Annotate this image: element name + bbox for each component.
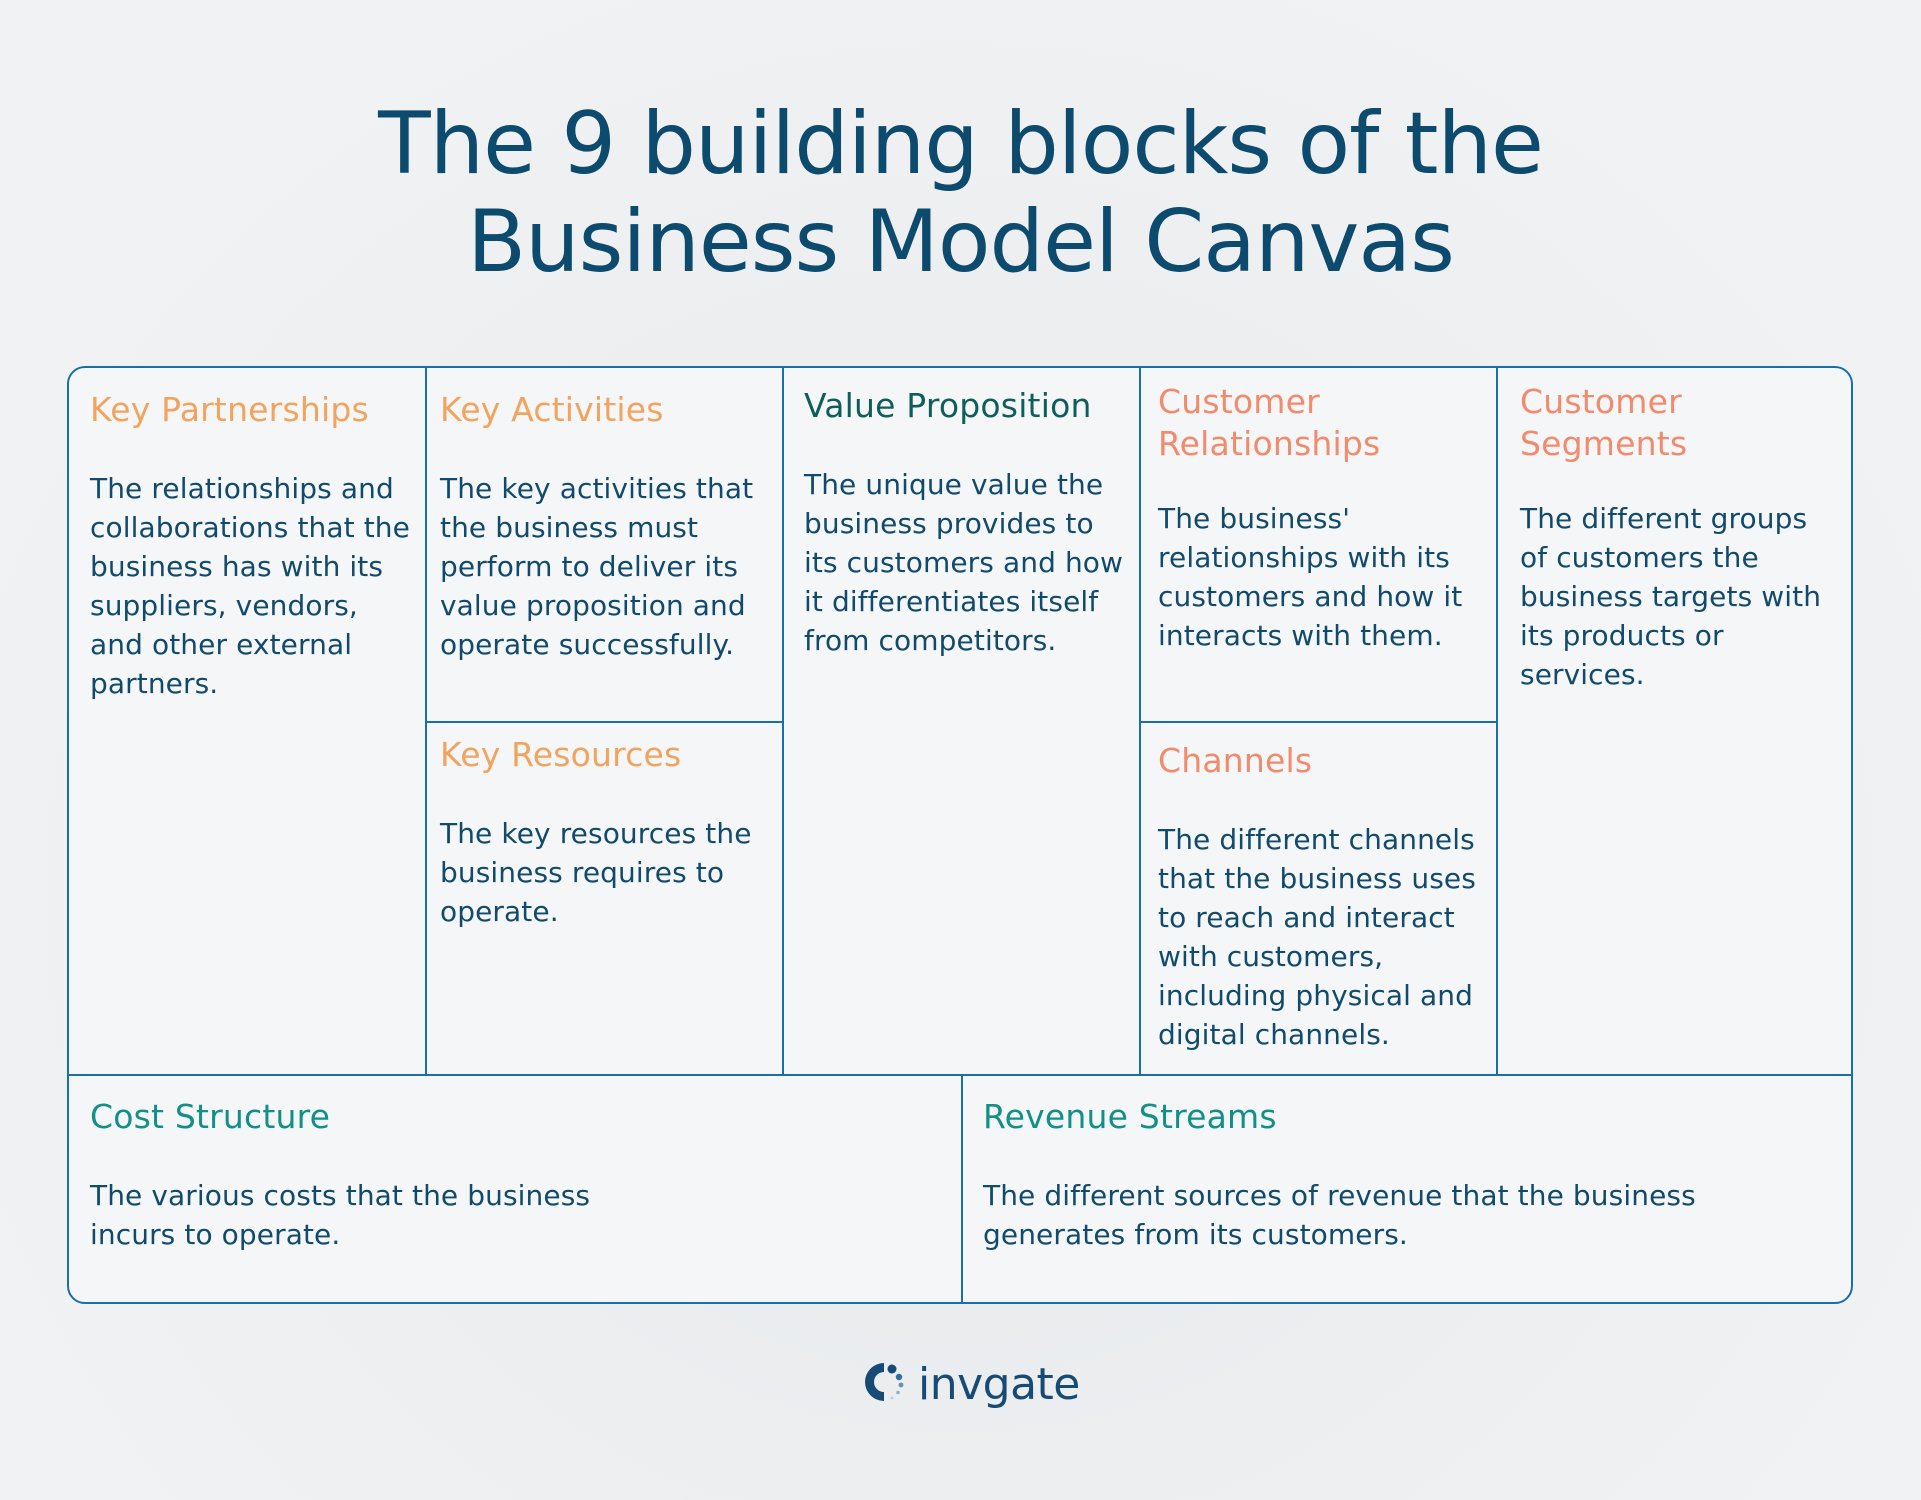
divider-activities-resources <box>425 721 784 723</box>
block-title: Cost Structure <box>90 1097 331 1136</box>
block-title: Key Activities <box>440 390 664 429</box>
page-title-line-1: The 9 building blocks of the <box>378 94 1544 194</box>
block-description: The different sources of revenue that th… <box>983 1179 1696 1251</box>
block-title: Key Resources <box>440 735 682 774</box>
block-key-activities: Key Activities The key activities that t… <box>440 389 770 664</box>
logo-wordmark: invgate <box>918 1358 1080 1410</box>
block-description: The relationships and collaborations tha… <box>90 472 410 700</box>
invgate-logo-icon <box>860 1358 908 1410</box>
block-key-resources: Key Resources The key resources the busi… <box>440 734 770 931</box>
block-description: The different groups of customers the bu… <box>1520 502 1822 691</box>
block-description: The key activities that the business mus… <box>440 472 754 661</box>
page-title-line-2: Business Model Canvas <box>467 192 1455 292</box>
block-cost-structure: Cost Structure The various costs that th… <box>90 1096 620 1254</box>
divider-relationships-channels <box>1139 721 1498 723</box>
block-title: Customer Segments <box>1520 382 1688 463</box>
divider-cost-revenue <box>961 1074 963 1302</box>
block-revenue-streams: Revenue Streams The different sources of… <box>983 1096 1723 1254</box>
block-title: Value Proposition <box>804 386 1092 425</box>
block-value-proposition: Value Proposition The unique value the b… <box>804 385 1134 660</box>
block-title: Channels <box>1158 741 1313 780</box>
business-model-canvas: Key Partnerships The relationships and c… <box>67 366 1853 1304</box>
invgate-logo: invgate <box>860 1358 1080 1410</box>
block-key-partnerships: Key Partnerships The relationships and c… <box>90 389 410 703</box>
block-title: Revenue Streams <box>983 1097 1277 1136</box>
block-description: The unique value the business provides t… <box>804 468 1124 657</box>
divider-bottom-row <box>69 1074 1851 1076</box>
block-description: The various costs that the business incu… <box>90 1179 591 1251</box>
block-title: Customer Relationships <box>1158 382 1381 463</box>
block-title: Key Partnerships <box>90 390 369 429</box>
block-customer-segments: Customer Segments The different groups o… <box>1520 381 1840 694</box>
block-description: The key resources the business requires … <box>440 817 752 928</box>
page-title: The 9 building blocks of the Business Mo… <box>0 95 1921 291</box>
block-channels: Channels The different channels that the… <box>1158 740 1488 1054</box>
block-description: The different channels that the business… <box>1158 823 1476 1051</box>
block-customer-relationships: Customer Relationships The business' rel… <box>1158 381 1478 655</box>
block-description: The business' relationships with its cus… <box>1158 502 1463 652</box>
